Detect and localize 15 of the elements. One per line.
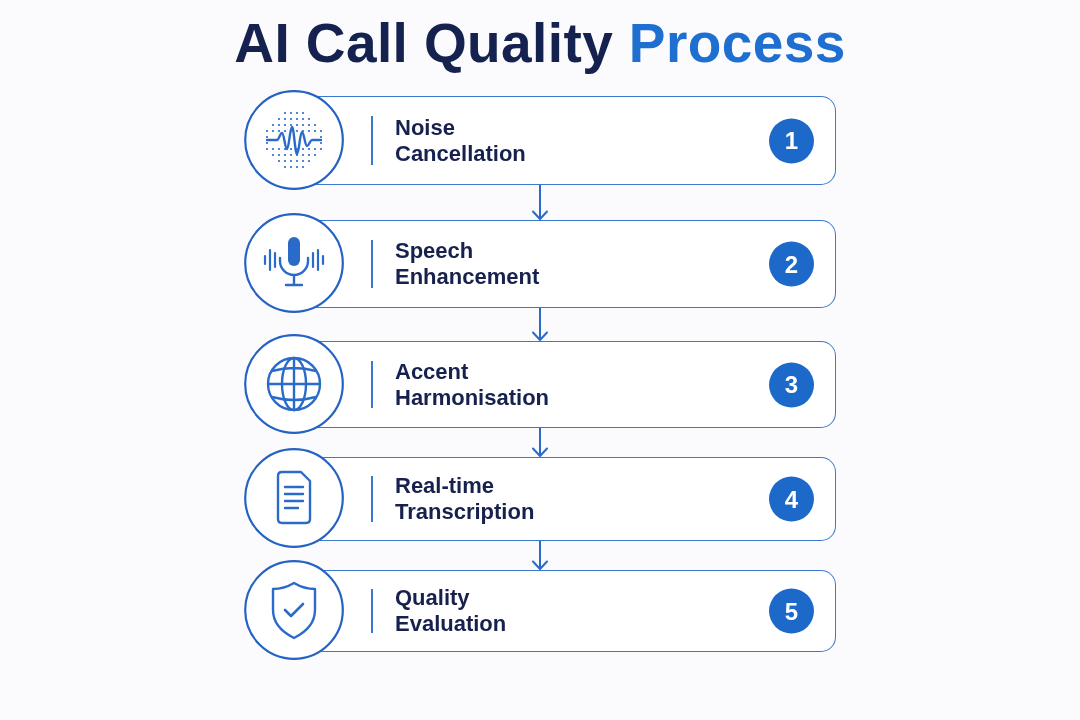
step-number-badge: 4	[769, 476, 814, 522]
step-title: Speech Enhancement	[395, 237, 541, 291]
step-title: Quality Evaluation	[395, 584, 508, 638]
title: AI Call Quality Process	[234, 13, 846, 74]
arrow	[532, 540, 548, 570]
step-title: Accent Harmonisation	[395, 358, 551, 411]
step-number-badge: 2	[769, 241, 814, 287]
arrow	[532, 427, 548, 457]
arrow	[532, 184, 548, 220]
step-title: Real-time Transcription	[395, 472, 536, 526]
arrow	[532, 307, 548, 341]
step-number-badge: 5	[769, 588, 814, 634]
step-number-badge: 3	[769, 362, 814, 407]
step-title: Noise Cancellation	[395, 114, 527, 167]
step-number-badge: 1	[769, 118, 814, 163]
